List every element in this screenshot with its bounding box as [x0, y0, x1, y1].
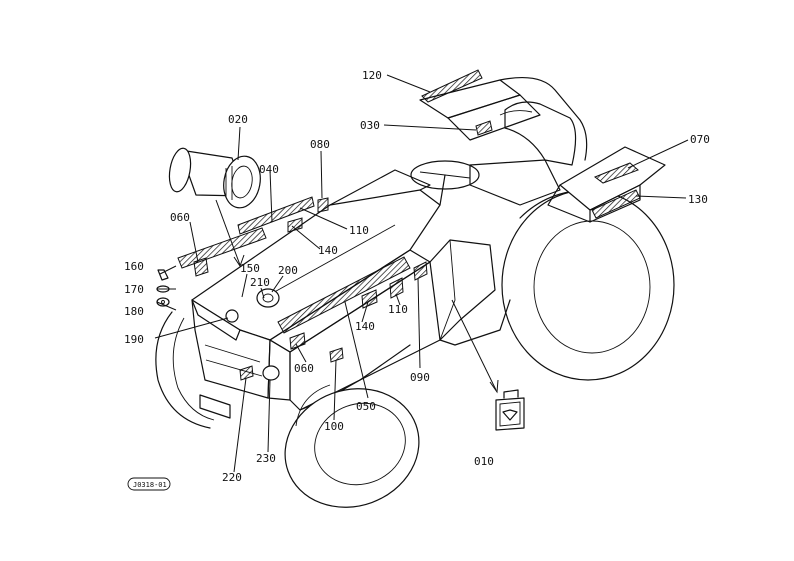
decal-090	[413, 261, 428, 281]
callout-140-side: 140	[355, 320, 375, 333]
callouts: 120 030 070 130 080 020 040 060 110 140 …	[124, 69, 710, 484]
callout-010: 010	[474, 455, 494, 468]
decal-060-top	[177, 227, 267, 269]
bolt-set	[156, 269, 170, 307]
callout-140-top: 140	[318, 244, 338, 257]
decals	[177, 69, 641, 381]
callout-220: 220	[222, 471, 242, 484]
leader-lines	[154, 74, 689, 473]
callout-080: 080	[310, 138, 330, 151]
emblem-part-010	[495, 389, 525, 431]
decal-070	[593, 162, 639, 184]
decal-060-tab	[193, 257, 209, 277]
callout-180: 180	[124, 305, 144, 318]
callout-030: 030	[360, 119, 380, 132]
callout-060-side: 060	[294, 362, 314, 375]
callout-210: 210	[250, 276, 270, 289]
callout-060-top: 060	[170, 211, 190, 224]
decal-140-side	[361, 289, 378, 309]
decal-100	[329, 347, 344, 363]
callout-120: 120	[362, 69, 382, 82]
callout-100: 100	[324, 420, 344, 433]
headlight	[262, 365, 280, 381]
decal-140-top	[287, 217, 303, 233]
decal-040	[237, 196, 315, 235]
reference-code: J0318-01	[133, 481, 167, 489]
callout-150: 150	[240, 262, 260, 275]
rear-wheel	[501, 189, 675, 381]
callout-020: 020	[228, 113, 248, 126]
callout-200: 200	[278, 264, 298, 277]
callout-160: 160	[124, 260, 144, 273]
decal-110-side	[389, 277, 404, 299]
air-cleaner	[168, 147, 261, 209]
callout-110-top: 110	[349, 224, 369, 237]
seat	[469, 101, 577, 206]
callout-090: 090	[410, 371, 430, 384]
decal-220	[239, 365, 254, 381]
callout-070: 070	[690, 133, 710, 146]
fuel-cap	[225, 288, 280, 323]
callout-130: 130	[688, 193, 708, 206]
decal-130	[591, 189, 641, 219]
decal-080	[317, 197, 329, 213]
reference-stamp: J0318-01	[127, 477, 171, 491]
callout-040: 040	[259, 163, 279, 176]
decal-120	[421, 69, 483, 103]
front-right-wheel	[284, 384, 420, 508]
decal-050	[277, 256, 411, 334]
callout-110-side: 110	[388, 303, 408, 316]
callout-230: 230	[256, 452, 276, 465]
front-left-wheel	[155, 311, 215, 429]
callout-190: 190	[124, 333, 144, 346]
tractor-drawing	[155, 77, 675, 508]
callout-170: 170	[124, 283, 144, 296]
decal-060-side	[289, 332, 306, 350]
steering-wheel	[410, 160, 480, 206]
callout-050: 050	[356, 400, 376, 413]
decal-030	[475, 120, 493, 136]
